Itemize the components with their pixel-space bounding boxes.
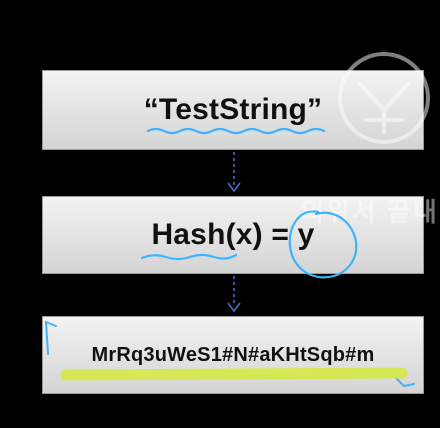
hash-output-label: MrRq3uWeS1#N#aKHtSqb#m <box>91 343 375 366</box>
watermark-text: 외워서 끝내 <box>300 197 439 227</box>
hash-output-box: MrRq3uWeS1#N#aKHtSqb#m <box>42 316 424 394</box>
hash-function-box: Hash(x) = y <box>42 196 424 274</box>
hash-function-label: Hash(x) = y <box>151 218 315 251</box>
arrow-1 <box>227 152 241 193</box>
input-string-label: “TestString” <box>143 93 323 126</box>
input-box: “TestString” <box>42 70 424 150</box>
arrow-2 <box>227 276 241 313</box>
